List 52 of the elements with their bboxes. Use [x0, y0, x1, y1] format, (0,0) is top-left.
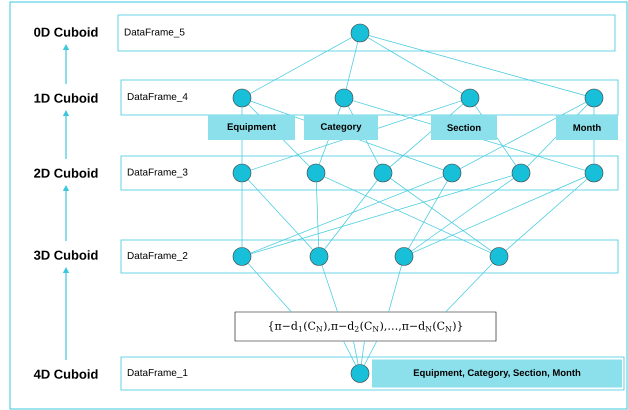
connector-line	[388, 265, 402, 312]
connector-line	[460, 102, 586, 169]
dataframe-band: DataFrame_4	[120, 80, 618, 116]
connector-line	[368, 35, 586, 96]
connector-line	[324, 180, 378, 250]
attribute-tag: Month	[556, 115, 618, 140]
dataframe-band: DataFrame_2	[120, 240, 618, 274]
attribute-tag: Category	[304, 115, 378, 140]
node-circle	[394, 247, 414, 266]
node-circle	[306, 164, 326, 182]
dataframe-band: DataFrame_5	[118, 14, 616, 52]
connector-line	[322, 264, 338, 312]
connector-line	[368, 37, 462, 94]
cuboid-label: 3D Cuboid	[34, 250, 98, 260]
connector-fan	[343, 340, 378, 366]
connector-line	[346, 42, 358, 90]
cuboid-label: 2D Cuboid	[34, 168, 98, 178]
connector-line	[506, 178, 588, 251]
node-circle	[232, 164, 252, 182]
cuboid-label: 1D Cuboid	[34, 93, 98, 103]
node-circle	[460, 88, 480, 108]
node-circle	[374, 164, 392, 182]
connector-line	[411, 178, 514, 252]
node-circle	[334, 88, 354, 108]
node-circle	[584, 164, 604, 182]
attribute-tag: Equipment	[208, 115, 295, 140]
node-circle	[232, 88, 252, 108]
connector-line	[390, 178, 492, 252]
connector-line	[248, 263, 292, 312]
connector-line	[248, 180, 314, 250]
connector-line	[250, 37, 352, 94]
node-circle	[512, 164, 530, 182]
connector-line	[412, 176, 586, 254]
connector-line	[250, 176, 444, 254]
connector-line	[250, 175, 512, 254]
node-circle	[350, 24, 370, 42]
cuboid-label: 0D Cuboid	[34, 27, 98, 37]
formula-box: {π−d$_{1}$(C$_{N}$),π−d$_{2}$(C$_{N}$),…,π−d$_{N}$(C$_{N}$)}	[234, 312, 496, 342]
node-circle	[232, 247, 252, 266]
node-circle	[584, 88, 604, 108]
attribute-tag: Section	[431, 115, 497, 140]
connector-line	[445, 262, 493, 312]
node-circle	[310, 247, 328, 266]
node-circle	[350, 364, 370, 383]
node-circle	[490, 247, 508, 266]
connector-line	[324, 176, 491, 253]
connector-line	[408, 180, 448, 249]
attribute-tag: Equipment, Category, Section, Month	[372, 360, 622, 388]
node-circle	[442, 164, 462, 182]
cuboid-label: 4D Cuboid	[34, 369, 98, 379]
dataframe-band: DataFrame_3	[120, 156, 618, 190]
connector-line	[316, 182, 320, 248]
